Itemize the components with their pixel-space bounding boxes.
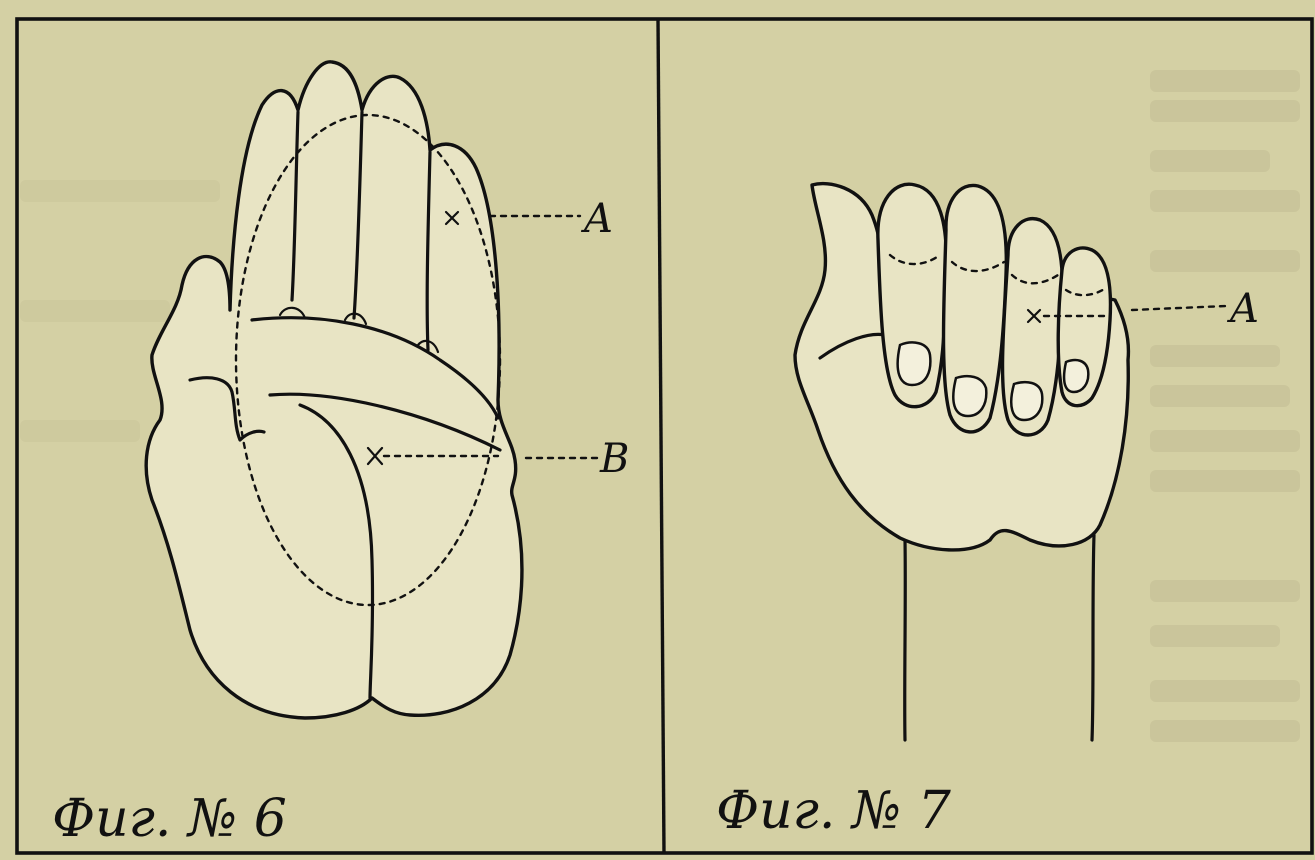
finger-3	[1003, 219, 1063, 435]
figure-7: A Фиг. № 7	[716, 184, 1259, 841]
caption-fig7: Фиг. № 7	[716, 781, 952, 841]
label-b-fig6: B	[599, 436, 629, 482]
palm-outline	[146, 62, 522, 718]
label-a-fig7: A	[1226, 286, 1259, 332]
caption-fig6: Фиг. № 6	[52, 789, 287, 849]
panel-divider	[658, 19, 664, 853]
wrist-right	[1092, 535, 1094, 740]
figure-6: A B Фиг. № 6	[52, 62, 629, 849]
wrist-left	[905, 540, 906, 740]
finger-1	[878, 184, 946, 406]
label-a-fig6: A	[580, 196, 613, 242]
